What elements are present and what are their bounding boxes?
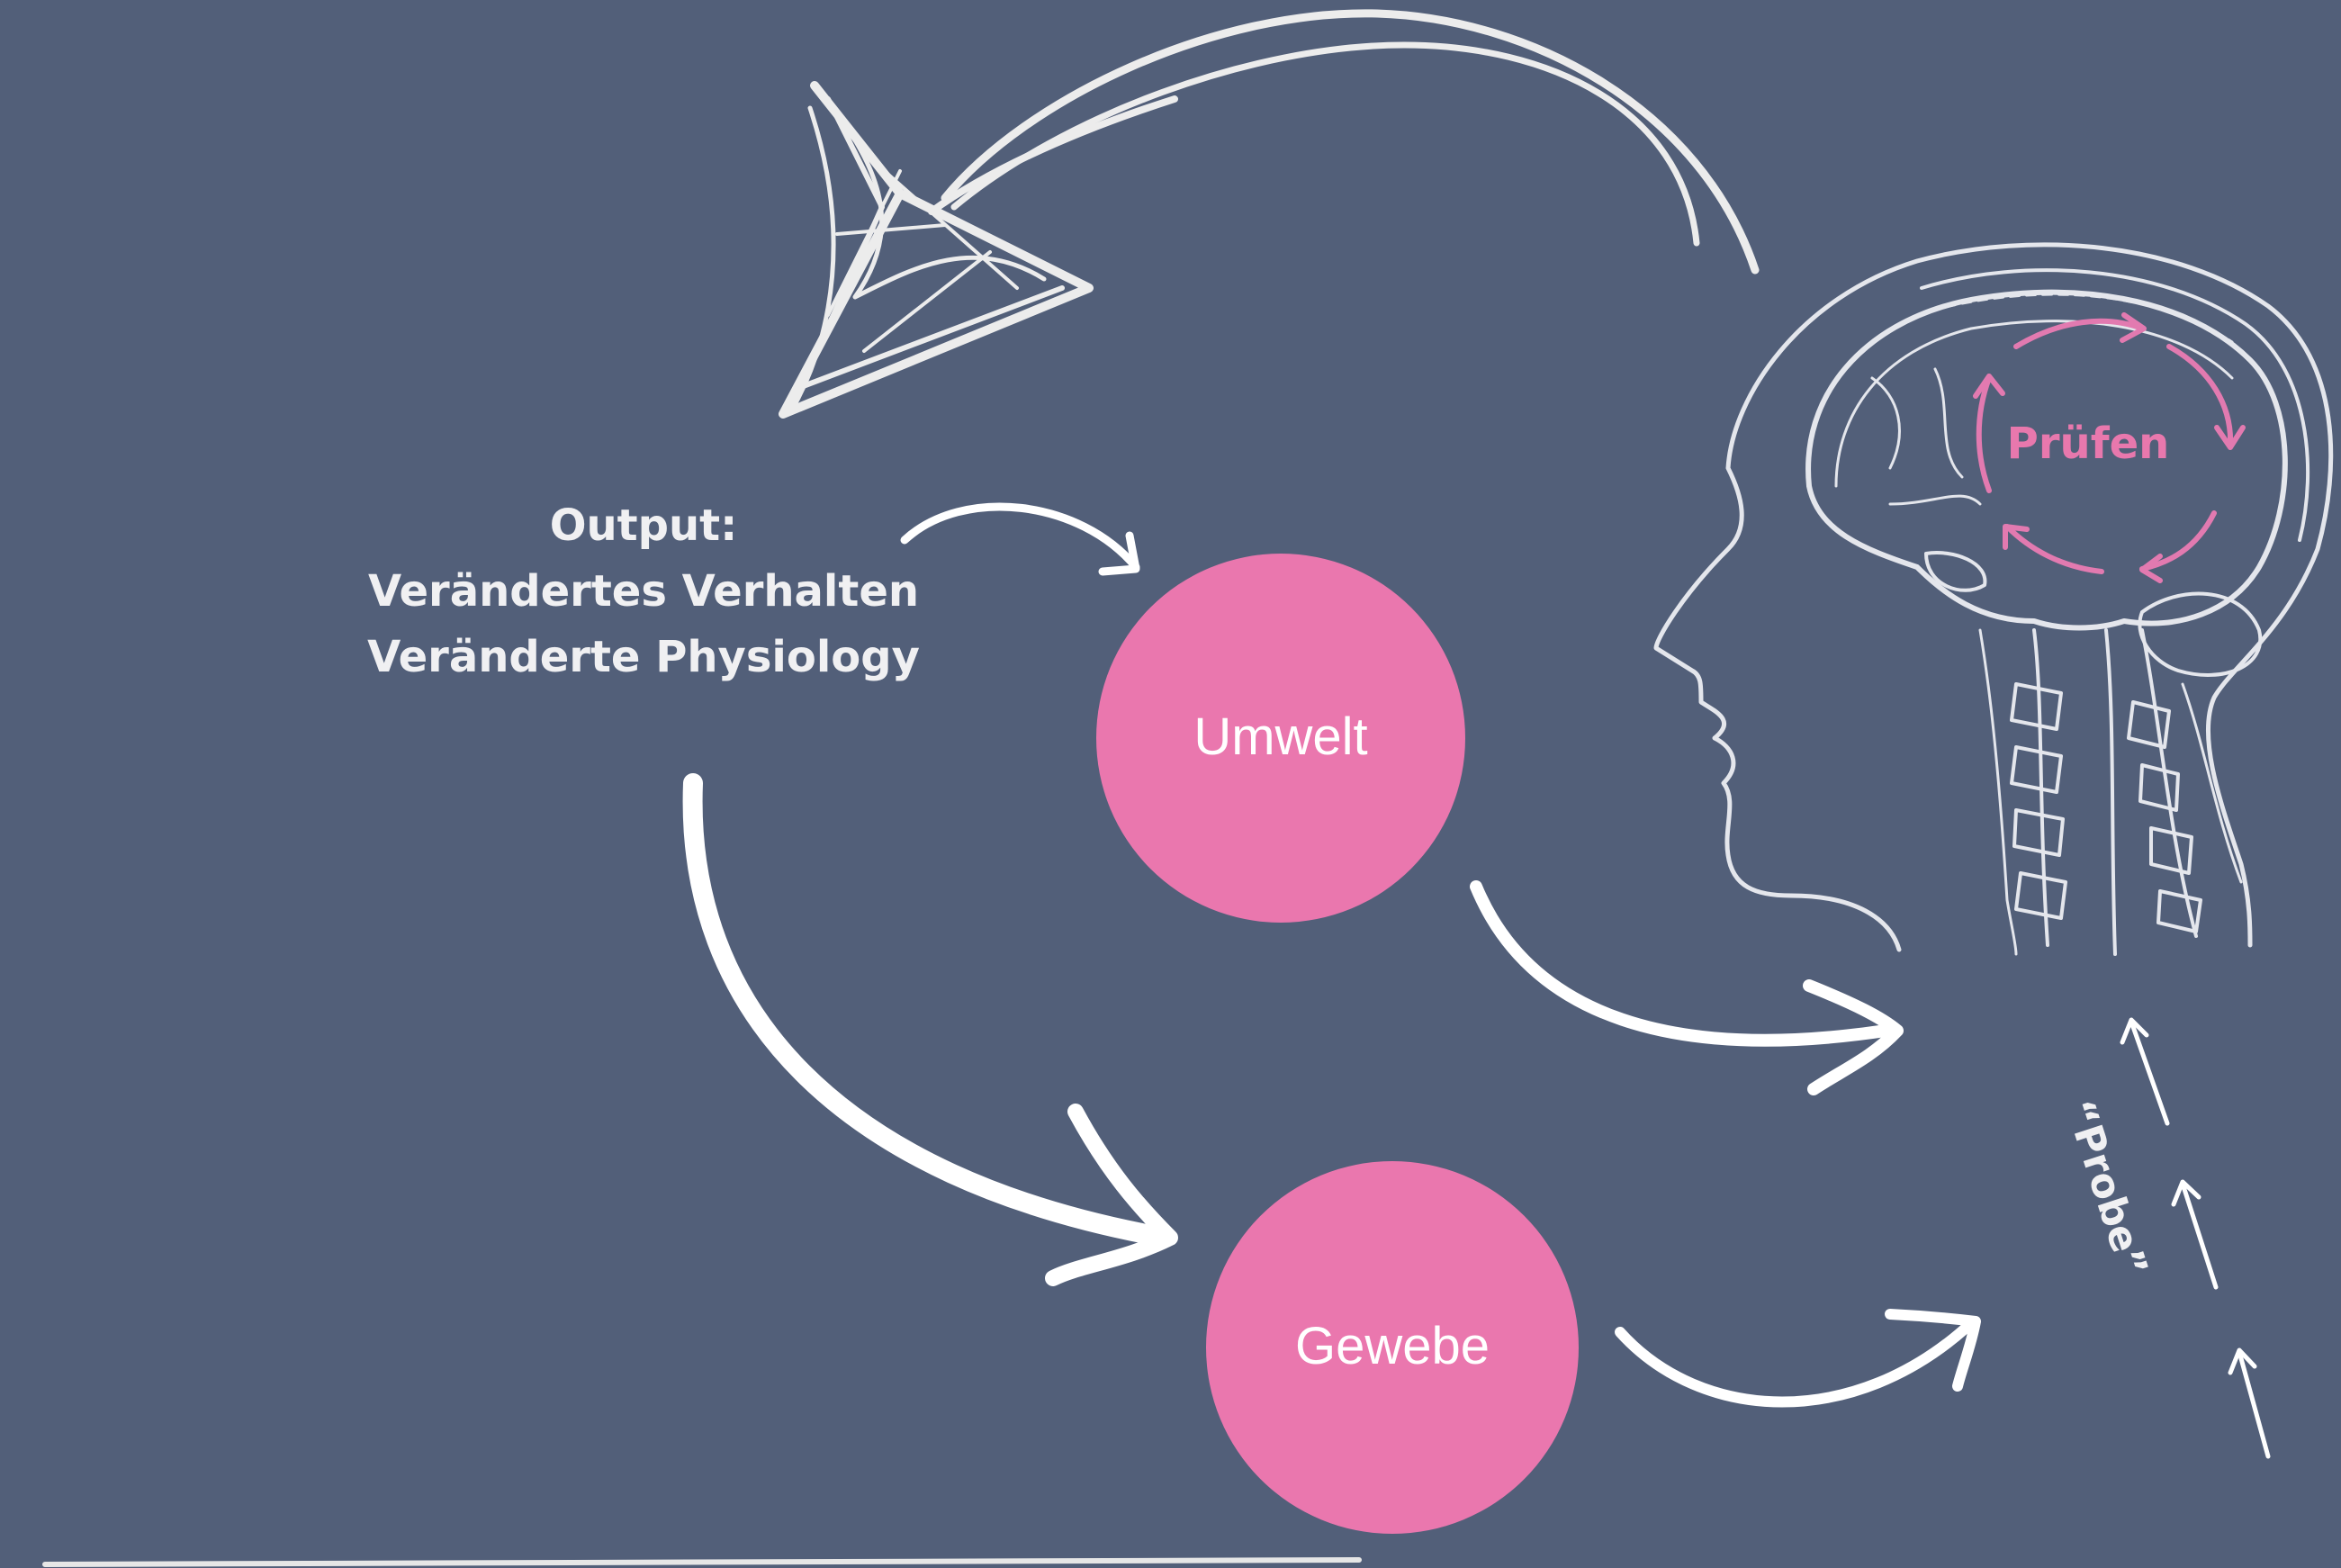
output-heading: Output: bbox=[549, 500, 738, 551]
output-line-physiology: Veränderte Physiology bbox=[367, 632, 920, 682]
umwelt-node-circle bbox=[1096, 554, 1465, 923]
umwelt-label: Umwelt bbox=[1193, 707, 1368, 766]
arrow-umwelt-to-head bbox=[1470, 880, 1904, 1095]
feedback-arrow bbox=[779, 9, 1760, 419]
arrow-output-to-gewebe bbox=[682, 773, 1178, 1286]
bottom-rule-line bbox=[42, 1557, 1362, 1567]
head-brain-icon bbox=[1653, 242, 2334, 956]
arrow-output-to-umwelt bbox=[900, 502, 1140, 576]
gewebe-label: Gewebe bbox=[1294, 1317, 1490, 1375]
pruefen-label: Prüfen bbox=[2006, 419, 2170, 469]
output-text-block: Output: Verändertes Verhalten Veränderte… bbox=[270, 493, 1017, 690]
probe-up-arrows bbox=[2120, 1017, 2271, 1459]
output-line-behavior: Verändertes Verhalten bbox=[367, 566, 920, 617]
gewebe-node-circle bbox=[1206, 1161, 1579, 1534]
arrow-gewebe-to-head bbox=[1615, 1309, 1981, 1408]
pruefen-cycle-arrows bbox=[1973, 312, 2246, 583]
